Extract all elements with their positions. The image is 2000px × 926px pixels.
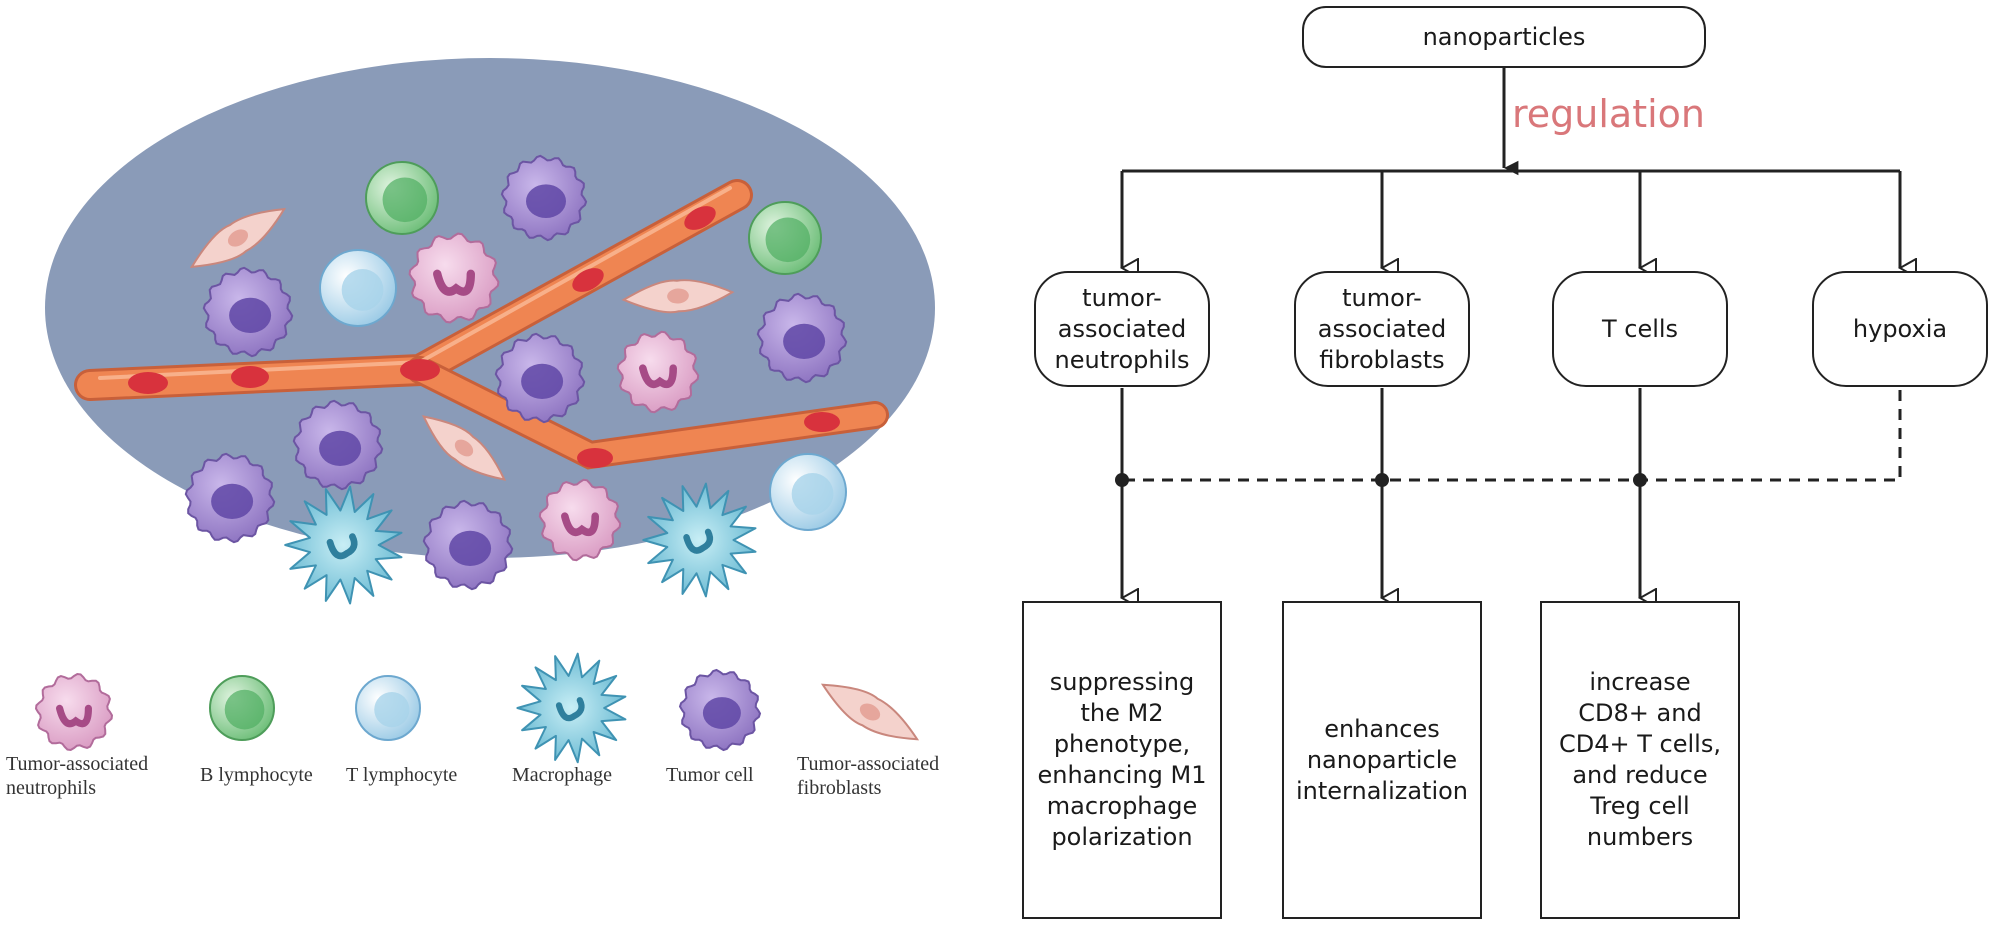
- macrophage-icon: [516, 652, 627, 764]
- node-effect-t-cells: increase CD8+ and CD4+ T cells, and redu…: [1540, 601, 1740, 919]
- t-lymphocyte-icon: [355, 675, 421, 741]
- node-nanoparticles: nanoparticles: [1302, 6, 1706, 68]
- tme-cells: [184, 154, 848, 605]
- node-tumor-associated-neutrophils: tumor- associated neutrophils: [1034, 271, 1210, 387]
- fibroblast-icon: [421, 415, 507, 481]
- b-lymphocyte-icon: [748, 201, 822, 275]
- node-t-cells: T cells: [1552, 271, 1728, 387]
- tumor-cell-icon: [500, 154, 588, 242]
- edge-hypoxia-dashed: [1122, 390, 1902, 482]
- neutrophil-icon: [538, 478, 622, 562]
- regulation-label: regulation: [1512, 92, 1706, 136]
- legend-label-neutrophils: Tumor-associated neutrophils: [6, 753, 149, 799]
- tumor-cell-icon: [184, 452, 276, 544]
- junction-dot: [1633, 473, 1647, 487]
- tumor-cell-icon: [202, 266, 294, 358]
- b-lymphocyte-icon: [209, 675, 275, 741]
- node-effect-neutrophils: suppressing the M2 phenotype, enhancing …: [1022, 601, 1222, 919]
- red-blood-cells: [128, 206, 840, 468]
- junction-dot: [1115, 473, 1129, 487]
- t-lymphocyte-icon: [769, 453, 847, 531]
- neutrophil-icon: [34, 672, 114, 752]
- macrophage-icon: [642, 482, 757, 598]
- tumor-cell-icon: [422, 499, 514, 591]
- neutrophil-icon: [408, 232, 500, 324]
- tumor-microenvironment-illustration: [34, 58, 935, 764]
- junction-dot: [1375, 473, 1389, 487]
- neutrophil-icon: [616, 330, 700, 414]
- legend-label-t-lymphocyte: T lymphocyte: [346, 764, 458, 786]
- fibroblast-icon: [820, 683, 920, 741]
- legend-label-macrophage: Macrophage: [512, 764, 612, 786]
- tumor-cell-icon: [494, 332, 586, 424]
- macrophage-icon: [284, 485, 403, 605]
- legend-label-fibroblasts: Tumor-associated fibroblasts: [797, 753, 940, 799]
- legend-cells: [34, 652, 920, 764]
- t-lymphocyte-icon: [319, 249, 397, 327]
- tumor-cell-icon: [756, 292, 848, 384]
- legend-label-tumor-cell: Tumor cell: [666, 764, 754, 786]
- node-effect-fibroblasts: enhances nanoparticle internalization: [1282, 601, 1482, 919]
- tumor-cell-icon: [678, 668, 762, 752]
- node-tumor-associated-fibroblasts: tumor- associated fibroblasts: [1294, 271, 1470, 387]
- legend-label-b-lymphocyte: B lymphocyte: [200, 764, 313, 786]
- fibroblast-icon: [189, 207, 287, 269]
- node-hypoxia: hypoxia: [1812, 271, 1988, 387]
- b-lymphocyte-icon: [365, 161, 439, 235]
- fibroblast-icon: [621, 279, 735, 314]
- tumor-cell-icon: [292, 399, 384, 491]
